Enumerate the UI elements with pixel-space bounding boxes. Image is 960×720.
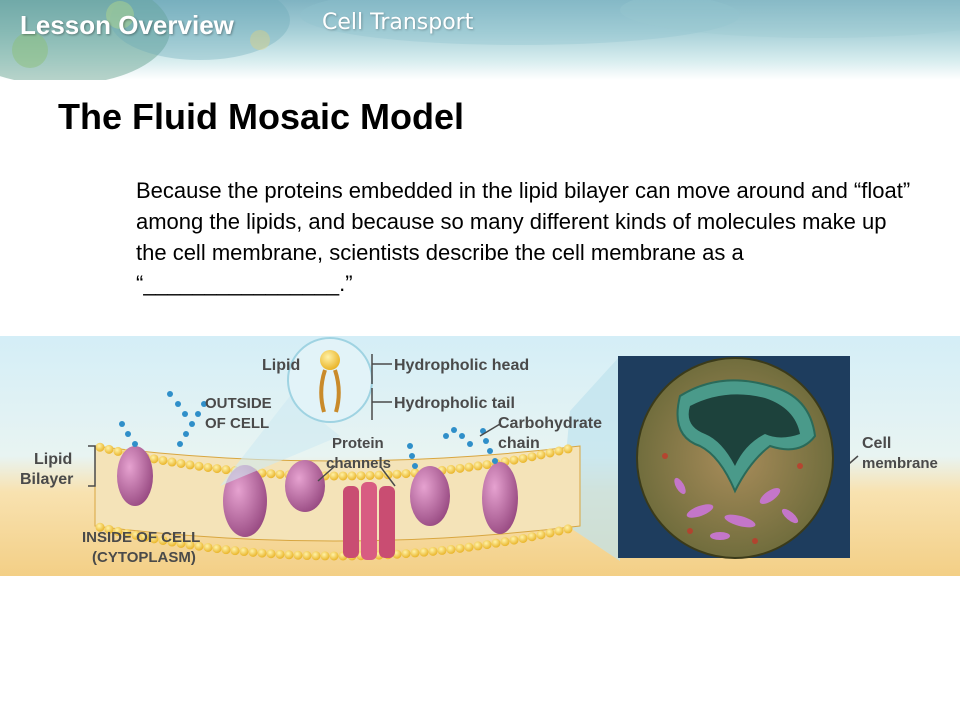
fluid-mosaic-figure: Lipid Hydropholic head Hydropholic tail … (0, 336, 960, 576)
lipid-head-icon (320, 350, 340, 370)
carbohydrate-chain (443, 427, 473, 447)
inside-of-cell-label: INSIDE OF CELL (82, 529, 200, 546)
protein (482, 462, 518, 534)
header-texture (0, 0, 960, 80)
carbohydrate-chain (167, 391, 207, 447)
outside-of-cell-label: OUTSIDE (205, 395, 272, 412)
membrane-illustration: Lipid Hydropholic head Hydropholic tail … (0, 336, 960, 576)
protein (223, 465, 267, 537)
slide-title: The Fluid Mosaic Model (58, 96, 465, 137)
protein-channels-label-line2: channels (326, 455, 391, 472)
hydrophilic-tail-label: Hydropholic tail (394, 395, 515, 412)
lipid-label: Lipid (262, 357, 300, 374)
cell-organelles (674, 477, 799, 540)
cell-membrane-label-line2: membrane (862, 455, 938, 472)
protein (117, 446, 153, 506)
protein (410, 466, 450, 526)
bottom-lipid-heads (95, 522, 573, 561)
carbohydrate-chains (119, 391, 498, 469)
lipid-tail-icon (319, 369, 327, 413)
lipid-bilayer-label: Lipid (34, 451, 72, 468)
lesson-overview-label: Lesson Overview (20, 10, 234, 40)
lipid-bilayer (94, 442, 581, 561)
slide-header: Lesson Overview Cell Transport (0, 0, 960, 80)
hydrophilic-head-label: Hydropholic head (394, 357, 529, 374)
inside-of-cell-label-line2: (CYTOPLASM) (92, 549, 196, 566)
protein-channels-label: Protein (332, 435, 384, 452)
carbohydrate-chain (119, 421, 138, 447)
cell-membrane-label: Cell (862, 435, 891, 452)
carbohydrate-chain-label: Carbohydrate (498, 415, 602, 432)
leader-lines (88, 354, 859, 487)
outside-of-cell-label-line2: OF CELL (205, 415, 269, 432)
carbohydrate-chain-label-line2: chain (498, 435, 540, 452)
membrane-proteins (117, 446, 518, 560)
carbohydrate-chain (407, 443, 418, 469)
topic-label: Cell Transport (322, 10, 474, 35)
protein (285, 460, 325, 512)
lipid-bilayer-label-line2: Bilayer (20, 471, 73, 488)
slide-body-text: Because the proteins embedded in the lip… (136, 178, 911, 296)
lipid-zoom-circle (220, 337, 373, 486)
protein-channel (343, 482, 395, 560)
cell-micrograph (618, 356, 850, 559)
